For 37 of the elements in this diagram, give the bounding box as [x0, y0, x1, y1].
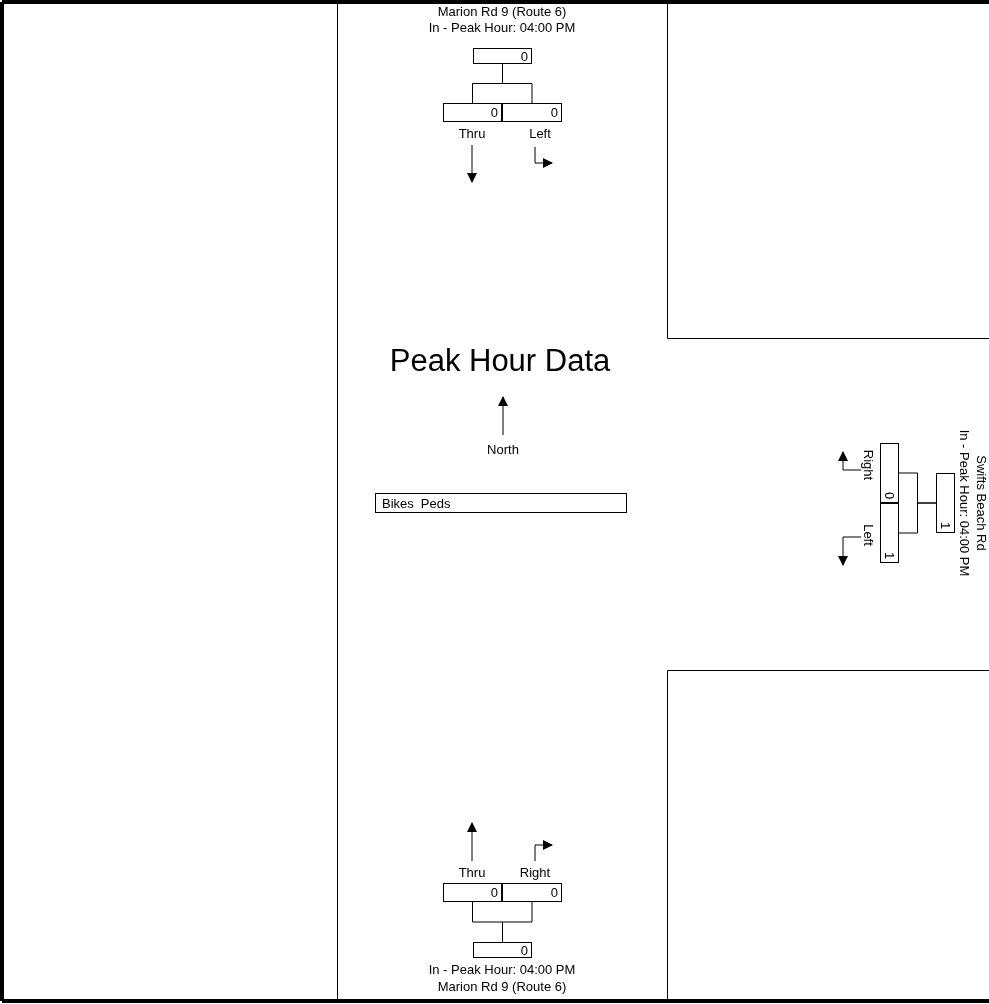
approach-label: North: [487, 442, 519, 457]
count-box: [936, 473, 955, 533]
approach-label: Swifts Beach Rd: [974, 455, 989, 551]
count-value: 0: [550, 886, 558, 899]
approach-label: In - Peak Hour: 04:00 PM: [428, 962, 576, 977]
diagram-title: Peak Hour Data: [389, 343, 611, 379]
count-value: 0: [520, 943, 528, 957]
legend-box: [375, 493, 627, 513]
count-box: [443, 883, 502, 902]
count-box: [473, 48, 532, 64]
movement-label: Right: [519, 865, 551, 880]
movement-label: Thru: [458, 865, 486, 880]
count-box: [502, 883, 562, 902]
movement-label: Right: [861, 449, 876, 481]
approach-label: In - Peak Hour: 04:00 PM: [957, 429, 972, 577]
count-value: 0: [520, 49, 528, 63]
approach-label: Marion Rd 9 (Route 6): [437, 979, 567, 994]
count-value: 0: [550, 106, 558, 119]
mode-label: Peds: [420, 496, 451, 510]
count-box: [880, 443, 899, 503]
count-value: 0: [490, 106, 498, 119]
count-value: 0: [883, 491, 896, 499]
count-box: [473, 942, 532, 958]
count-box: [502, 103, 562, 122]
movement-label: Left: [529, 126, 551, 141]
approach-label: Marion Rd 9 (Route 6): [437, 4, 567, 19]
count-box: [443, 103, 502, 122]
count-value: 0: [490, 886, 498, 899]
count-value: 1: [883, 551, 896, 559]
connector-line: [502, 63, 533, 104]
movement-label: Thru: [458, 126, 486, 141]
count-value: 1: [939, 521, 952, 529]
mode-label: Bikes: [382, 496, 414, 510]
connector-line: [898, 502, 937, 534]
movement-label: Left: [861, 524, 876, 546]
approach-label: In - Peak Hour: 04:00 PM: [428, 20, 576, 35]
count-box: [880, 503, 899, 563]
